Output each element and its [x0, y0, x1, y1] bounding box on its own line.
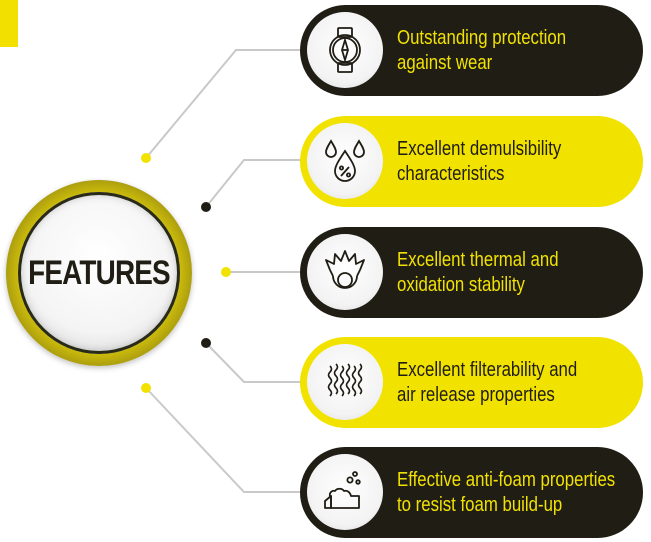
features-hub-ring: FEATURES — [18, 192, 180, 354]
feature-icon-badge — [307, 454, 383, 530]
feature-pill-filterability: Excellent filterability and air release … — [300, 337, 643, 428]
feature-label: Outstanding protection against wear — [397, 26, 567, 74]
wavy-lines-icon — [327, 363, 363, 397]
feature-icon-badge — [307, 344, 383, 420]
water-drops-percent-icon — [325, 139, 365, 182]
connector-dot-5 — [141, 383, 151, 393]
connector-dot-3 — [221, 267, 231, 277]
feature-label: Excellent demulsibility characteristics — [397, 137, 562, 185]
feature-pill-wear-protection: Outstanding protection against wear — [300, 5, 643, 96]
connector-dot-2 — [201, 202, 211, 212]
connector-5 — [145, 387, 300, 493]
connector-dot-1 — [141, 153, 151, 163]
feature-pill-demulsibility: Excellent demulsibility characteristics — [300, 116, 643, 207]
feature-icon-badge — [307, 234, 383, 310]
connector-dot-4 — [201, 338, 211, 348]
feature-icon-badge — [307, 12, 383, 88]
watch-icon — [329, 27, 361, 73]
hub-title: FEATURES — [28, 253, 170, 292]
connector-1 — [145, 49, 300, 159]
feature-label: Excellent thermal and oxidation stabilit… — [397, 248, 559, 296]
feature-icon-badge — [307, 123, 383, 199]
flame-icon — [325, 250, 365, 289]
feature-label: Effective anti-foam properties to resist… — [397, 468, 616, 516]
corner-accent-tab — [0, 0, 18, 47]
features-hub: FEATURES — [6, 180, 192, 366]
feature-pill-anti-foam: Effective anti-foam properties to resist… — [300, 447, 643, 538]
connector-2 — [205, 159, 300, 208]
feature-pill-thermal-stability: Excellent thermal and oxidation stabilit… — [300, 227, 643, 318]
feature-label: Excellent filterability and air release … — [397, 358, 578, 406]
foam-tub-icon — [324, 471, 361, 509]
connector-4 — [205, 342, 300, 383]
